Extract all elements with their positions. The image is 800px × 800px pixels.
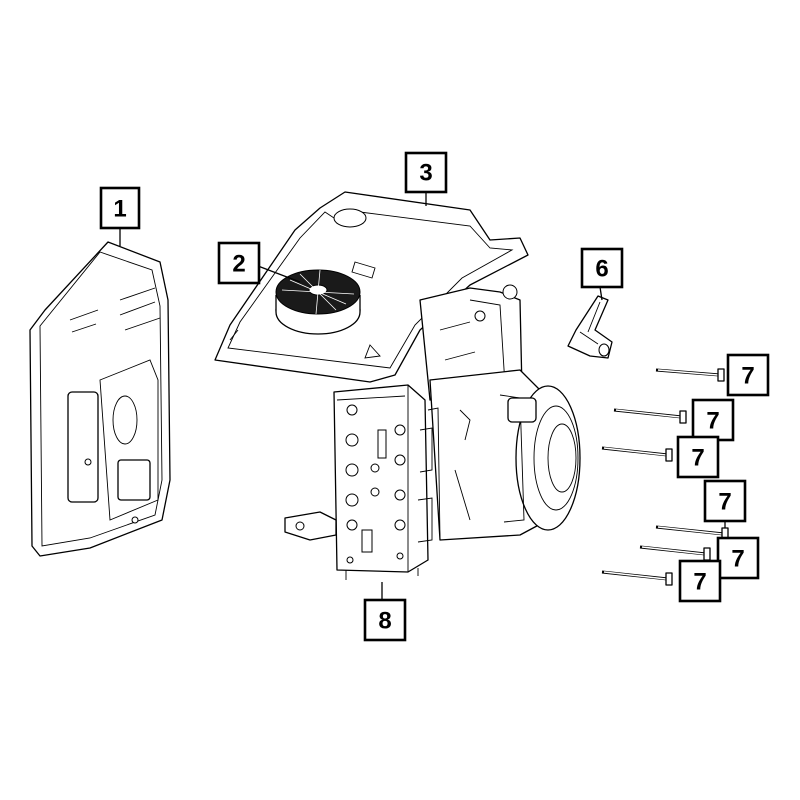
- leader-2: [257, 265, 301, 283]
- callout-8: 8: [363, 598, 407, 642]
- callout-7-c-label: 7: [691, 445, 704, 472]
- callout-2: 2: [217, 241, 261, 285]
- callout-7-c: 7: [676, 435, 720, 479]
- bolt-3: [601, 446, 673, 462]
- callout-6-label: 6: [595, 256, 608, 283]
- callout-7-b: 7: [691, 398, 735, 442]
- callout-3-label: 3: [419, 160, 432, 187]
- callout-7-a: 7: [726, 353, 770, 397]
- bolt-2: [613, 408, 687, 424]
- part-2-damper-pad: [275, 269, 361, 335]
- part-7-bolts: [601, 368, 729, 586]
- callout-7-b-label: 7: [706, 408, 719, 435]
- callout-7-e-label: 7: [731, 546, 744, 573]
- callout-1: 1: [99, 186, 141, 230]
- part-1-control-module: [29, 241, 171, 557]
- callout-8-label: 8: [378, 608, 391, 635]
- callout-7-f-label: 7: [693, 569, 706, 596]
- part-3-cover-plate: [214, 191, 529, 383]
- bolt-5: [639, 545, 711, 561]
- callout-6: 6: [580, 247, 624, 289]
- callout-7-a-label: 7: [741, 363, 754, 390]
- callout-1-label: 1: [113, 196, 126, 223]
- leader-6: [599, 286, 603, 301]
- callout-7-d-label: 7: [718, 489, 731, 516]
- callout-7-f: 7: [678, 559, 722, 603]
- callout-2-label: 2: [232, 251, 245, 278]
- callout-3: 3: [404, 151, 448, 194]
- part-6-bracket-clip: [567, 295, 613, 359]
- part-8-hydraulic-modulator: [284, 284, 581, 580]
- bolt-1: [655, 368, 725, 382]
- callout-7-d: 7: [703, 479, 747, 523]
- bolt-6: [601, 570, 673, 586]
- callout-7-e: 7: [716, 536, 760, 580]
